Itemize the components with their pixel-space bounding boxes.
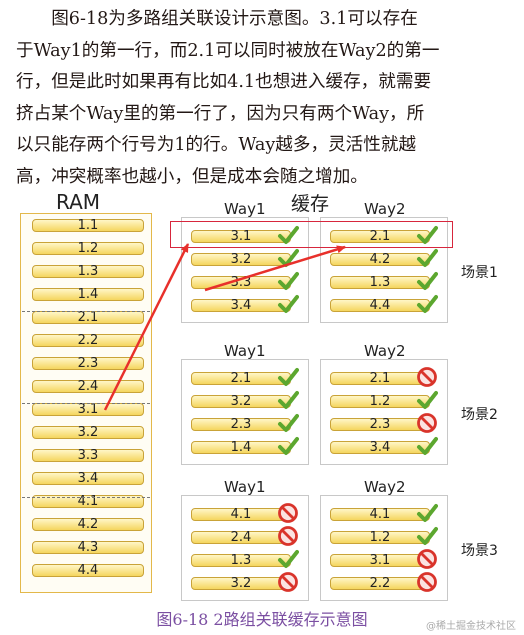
ram-title: RAM <box>56 190 101 214</box>
check-icon <box>416 502 438 524</box>
ram-cell: 4.4 <box>32 564 144 577</box>
paragraph-line: 于Way1的第一行，而2.1可以同时被放在Way2的第一 <box>16 40 440 61</box>
paragraph-line: 图6-18为多路组关联设计示意图。3.1可以存在 <box>51 9 418 29</box>
cache-line: 3.2 <box>191 395 291 408</box>
check-icon <box>277 548 299 570</box>
cache-line: 2.1 <box>191 372 291 385</box>
highlight-box <box>170 221 453 248</box>
no-entry-icon <box>416 366 438 388</box>
check-icon <box>277 412 299 434</box>
cache-line: 2.1 <box>330 372 430 385</box>
cache-line: 1.2 <box>330 531 430 544</box>
cache-line: 1.2 <box>330 395 430 408</box>
check-icon <box>416 247 438 269</box>
cache-line: 3.2 <box>191 253 291 266</box>
ram-cell: 2.1 <box>32 311 144 324</box>
ram-cell: 4.1 <box>32 495 144 508</box>
check-icon <box>416 270 438 292</box>
cache-line: 4.1 <box>330 508 430 521</box>
ram-cell: 2.2 <box>32 334 144 347</box>
ram-cell: 1.1 <box>32 219 144 232</box>
cache-line: 3.2 <box>191 577 291 590</box>
way1-title: Way1 <box>224 200 266 218</box>
figure-caption: 图6-18 2路组关联缓存示意图 <box>156 610 368 629</box>
no-entry-icon <box>416 412 438 434</box>
check-icon <box>416 389 438 411</box>
way2-title: Way2 <box>364 200 406 218</box>
ram-cell: 2.4 <box>32 380 144 393</box>
ram-cell: 3.3 <box>32 449 144 462</box>
cache-line: 2.4 <box>191 531 291 544</box>
cache-line: 2.1 <box>330 230 430 243</box>
check-icon <box>416 525 438 547</box>
no-entry-icon <box>416 548 438 570</box>
paragraph-line: 行，但是此时如果再有比如4.1也想进入缓存，就需要 <box>16 72 432 92</box>
ram-cell: 1.4 <box>32 288 144 301</box>
no-entry-icon <box>416 571 438 593</box>
scene-label: 场景3 <box>461 543 498 559</box>
cache-title: 缓存 <box>291 193 330 215</box>
paragraph-line: 挤占某个Way里的第一行了，因为只有两个Way，所 <box>16 103 425 124</box>
way1-title: Way1 <box>224 478 266 496</box>
cache-line: 1.4 <box>191 441 291 454</box>
check-icon <box>416 435 438 457</box>
ram-cell: 4.2 <box>32 518 144 531</box>
check-icon <box>416 293 438 315</box>
check-icon <box>277 224 299 246</box>
cache-line: 4.4 <box>330 299 430 312</box>
cache-line: 3.1 <box>330 554 430 567</box>
ram-cell: 1.3 <box>32 265 144 278</box>
paragraph-line: 高，冲突概率也越小，但是成本会随之增加。 <box>16 166 368 187</box>
cache-line: 2.2 <box>330 577 430 590</box>
check-icon <box>277 389 299 411</box>
ram-group-separator <box>22 403 150 404</box>
cache-line: 3.1 <box>191 230 291 243</box>
way2-title: Way2 <box>364 478 406 496</box>
ram-group-separator <box>22 497 150 498</box>
cache-line: 4.2 <box>330 253 430 266</box>
no-entry-icon <box>277 502 299 524</box>
cache-line: 4.1 <box>191 508 291 521</box>
ram-cell: 3.1 <box>32 403 144 416</box>
cache-line: 2.3 <box>191 418 291 431</box>
cache-line: 3.3 <box>191 276 291 289</box>
cache-line: 1.3 <box>191 554 291 567</box>
ram-cell: 4.3 <box>32 541 144 554</box>
scene-label: 场景2 <box>461 407 498 423</box>
no-entry-icon <box>277 525 299 547</box>
way1-title: Way1 <box>224 342 266 360</box>
check-icon <box>277 366 299 388</box>
cache-line: 3.4 <box>330 441 430 454</box>
no-entry-icon <box>277 571 299 593</box>
check-icon <box>277 293 299 315</box>
ram-cell: 3.4 <box>32 472 144 485</box>
watermark: @稀土掘金技术社区 <box>426 621 516 632</box>
cache-line: 2.3 <box>330 418 430 431</box>
check-icon <box>277 247 299 269</box>
scene-label: 场景1 <box>461 265 498 281</box>
way2-title: Way2 <box>364 342 406 360</box>
cache-line: 1.3 <box>330 276 430 289</box>
ram-cell: 1.2 <box>32 242 144 255</box>
check-icon <box>277 435 299 457</box>
cache-line: 3.4 <box>191 299 291 312</box>
ram-group-separator <box>22 311 150 312</box>
description-paragraph: 图6-18为多路组关联设计示意图。3.1可以存在 于Way1的第一行，而2.1可… <box>16 4 516 193</box>
check-icon <box>277 270 299 292</box>
ram-cell: 3.2 <box>32 426 144 439</box>
paragraph-line: 以只能存两个行号为1的行。Way越多，灵活性就越 <box>16 135 417 155</box>
check-icon <box>416 224 438 246</box>
ram-cell: 2.3 <box>32 357 144 370</box>
